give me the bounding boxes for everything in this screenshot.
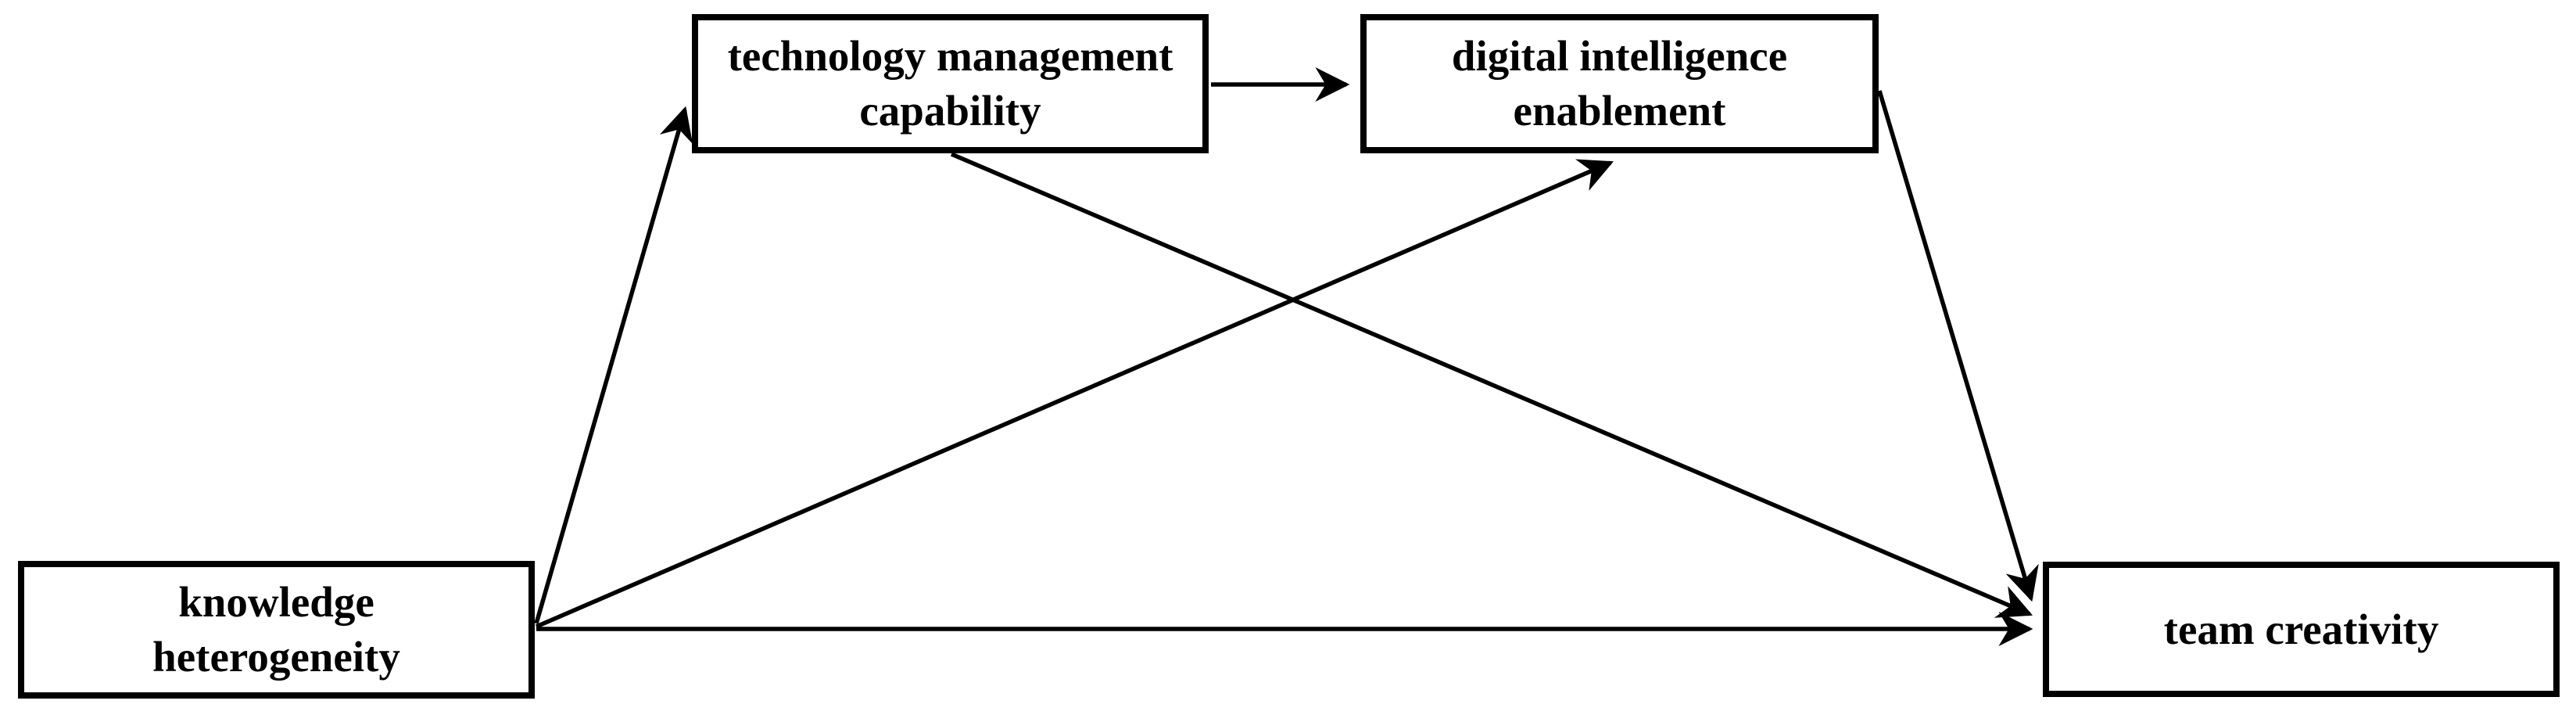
node-technology-management-capability: technology management capability (692, 14, 1209, 153)
arrow-digital-intelligence-enablement-to-team-creativity (1877, 90, 2039, 602)
arrow-knowledge-heterogeneity-to-digital-intelligence-enablement (535, 159, 1614, 629)
node-team-creativity: team creativity (2043, 562, 2560, 697)
arrow-knowledge-heterogeneity-to-technology-management-capability (534, 106, 693, 624)
node-knowledge-heterogeneity: knowledge heterogeneity (18, 561, 535, 699)
arrow-technology-management-capability-to-team-creativity (950, 152, 2033, 618)
node-digital-intelligence-enablement: digital intelligence enablement (1360, 14, 1879, 153)
